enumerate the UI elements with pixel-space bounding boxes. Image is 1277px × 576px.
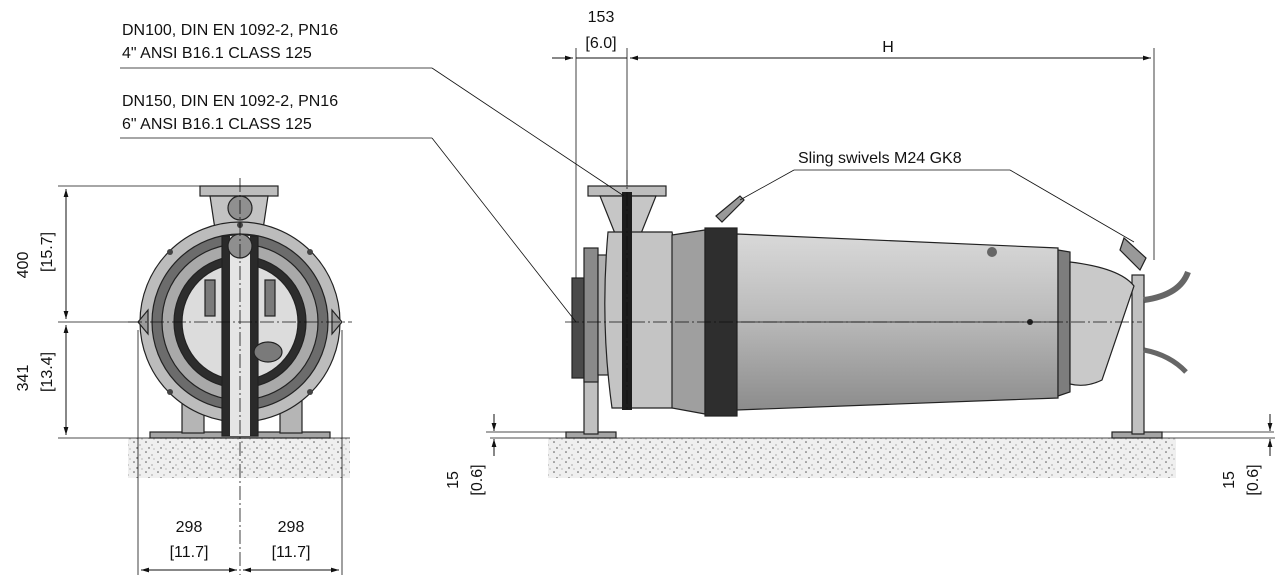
width-left-inch: [11.7] (170, 544, 209, 561)
height-upper-inch: [15.7] (39, 232, 56, 272)
foot-right-inch: [0.6] (1245, 464, 1262, 495)
side-view: 153 [6.0] H DN100, DIN EN 1092-2, PN16 4… (120, 9, 1275, 496)
width-left-mm: 298 (176, 519, 203, 536)
ground-front (128, 438, 350, 478)
discharge-flange-spec-1: DN100, DIN EN 1092-2, PN16 (122, 22, 338, 39)
flange-offset-mm: 153 (588, 9, 615, 26)
overall-length-label: H (882, 39, 894, 56)
suction-flange-spec-1: DN150, DIN EN 1092-2, PN16 (122, 93, 338, 110)
sling-swivels-label: Sling swivels M24 GK8 (798, 150, 962, 167)
foot-left-inch: [0.6] (469, 464, 486, 495)
height-lower-mm: 341 (15, 365, 32, 392)
flange-offset-inch: [6.0] (585, 35, 616, 52)
height-upper-mm: 400 (15, 252, 32, 279)
ground-side (548, 438, 1176, 478)
discharge-flange-spec-2: 4" ANSI B16.1 CLASS 125 (122, 45, 312, 62)
foot-right-mm: 15 (1221, 471, 1238, 489)
width-right-inch: [11.7] (272, 544, 311, 561)
height-lower-inch: [13.4] (39, 352, 56, 392)
width-right-mm: 298 (278, 519, 305, 536)
suction-flange-spec-2: 6" ANSI B16.1 CLASS 125 (122, 116, 312, 133)
foot-left-mm: 15 (445, 471, 462, 489)
front-view: 400 [15.7] 341 [13.4] 298 [11.7] 298 [11… (15, 178, 352, 575)
